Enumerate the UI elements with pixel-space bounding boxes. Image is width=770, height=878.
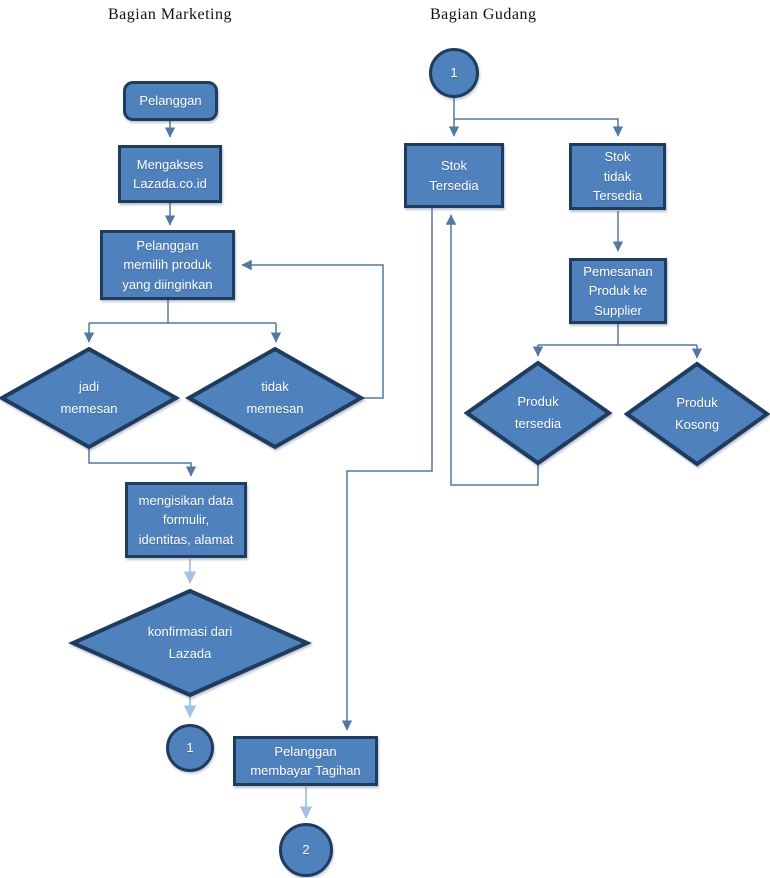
process-mengisikan-data: mengisikan data formulir, identitas, ala… [125,482,247,558]
connector-tidak-memesan-feedback [241,259,384,399]
offpage-connector-1-gudang: 1 [429,48,479,98]
terminator-pelanggan: Pelanggan [123,81,218,121]
offpage-connector-1-marketing: 1 [166,724,214,772]
process-mengakses-lazada: Mengakses Lazada.co.id [118,145,222,203]
connector-offpage1-to-stok-tidak [454,118,624,137]
offpage-connector-2: 2 [279,823,333,877]
process-membayar-tagihan: Pelanggan membayar Tagihan [233,736,378,786]
connector-stoktersedia-to-membayar [341,208,433,731]
decision-tidak-memesan-label: tidak memesan [246,378,304,416]
decision-produk-kosong-label: Produk Kosong [674,394,720,432]
decision-produk-tersedia [463,360,613,466]
decision-konfirmasi-label: konfirmasi dari Lazada [147,623,233,661]
connector-jadi-to-mengisikan [88,447,197,477]
decision-jadi-memesan-label: jadi memesan [60,378,118,416]
process-memilih-produk: Pelanggan memilih produk yang diinginkan [100,230,235,300]
decision-konfirmasi-lazada [68,588,312,698]
column-title-gudang: Bagian Gudang [430,6,537,23]
column-title-marketing: Bagian Marketing [108,6,232,23]
process-stok-tersedia: Stok Tersedia [404,143,504,208]
process-stok-tidak-tersedia: Stok tidak Tersedia [569,143,666,210]
process-pemesanan-supplier: Pemesanan Produk ke Supplier [569,258,667,324]
decision-produk-tersedia-label: Produk tersedia [514,393,562,431]
decision-produk-kosong [623,361,770,467]
decision-tidak-memesan [184,346,366,450]
connector-produktersedia-to-stoktersedia [445,214,539,486]
decision-jadi-memesan [0,346,181,450]
